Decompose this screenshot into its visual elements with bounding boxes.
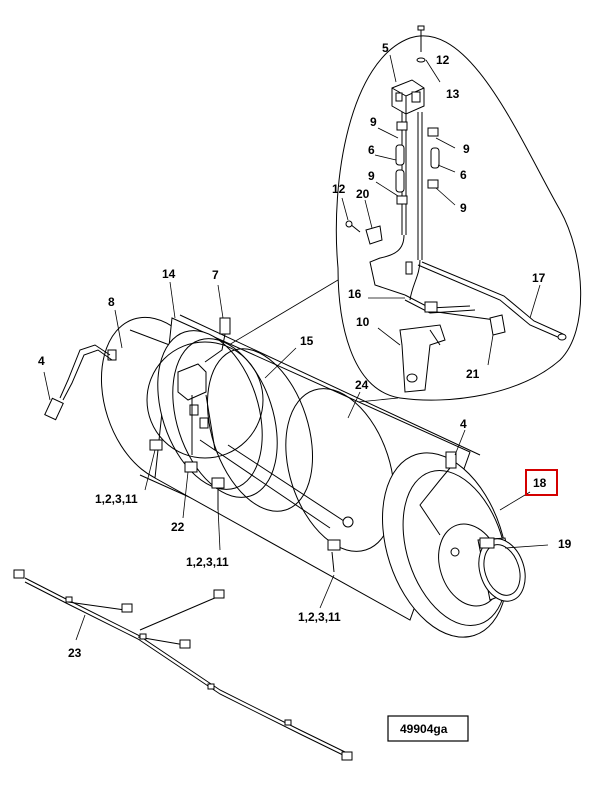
callout-19: 19 <box>558 537 572 551</box>
callout-18-highlight <box>525 469 558 496</box>
dpf-cylinder <box>44 314 526 638</box>
callout-7: 7 <box>212 268 219 282</box>
callout-5: 5 <box>382 41 389 55</box>
main-leaders <box>43 281 549 641</box>
balloon-leaders <box>341 54 541 366</box>
callout-6: 6 <box>460 168 467 182</box>
figure-code: 49904ga <box>400 722 448 736</box>
wiring-harness <box>13 569 353 761</box>
sensor-assembly <box>345 25 567 393</box>
callout-15: 15 <box>300 334 314 348</box>
callout-21: 21 <box>466 367 480 381</box>
callout-9: 9 <box>368 169 375 183</box>
callout-18: 18 <box>533 476 547 490</box>
callout-8: 8 <box>108 295 115 309</box>
callout-9: 9 <box>370 115 377 129</box>
callout-9: 9 <box>460 201 467 215</box>
balloon-leader-upper <box>211 279 339 356</box>
callout-13: 13 <box>446 87 460 101</box>
figure-code-box <box>387 715 469 742</box>
callout-20: 20 <box>356 187 370 201</box>
callout-4: 4 <box>460 417 467 431</box>
magnifier-circle <box>146 341 264 459</box>
callout-4: 4 <box>38 354 45 368</box>
callout-17: 17 <box>532 271 546 285</box>
callout-14: 14 <box>162 267 176 281</box>
callout-10: 10 <box>356 315 370 329</box>
callout-9: 9 <box>463 142 470 156</box>
callout-23: 23 <box>68 646 82 660</box>
callout-1-2-3-11: 1,2,3,11 <box>95 492 138 506</box>
callout-24: 24 <box>355 378 369 392</box>
callout-6: 6 <box>368 143 375 157</box>
callout-22: 22 <box>171 520 185 534</box>
callout-1-2-3-11: 1,2,3,11 <box>298 610 341 624</box>
callout-12: 12 <box>436 53 450 67</box>
callout-labels: 5 12 13 9 9 6 6 9 9 12 20 17 16 10 21 14… <box>38 41 572 660</box>
detail-balloon <box>335 35 582 401</box>
callout-12: 12 <box>332 182 346 196</box>
callout-16: 16 <box>348 287 362 301</box>
callout-1-2-3-11: 1,2,3,11 <box>186 555 229 569</box>
